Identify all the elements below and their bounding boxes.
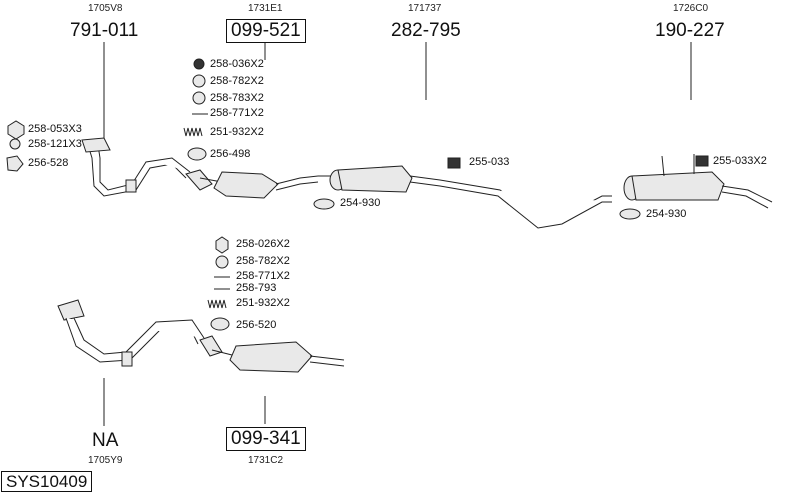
fitting-label: 258-036X2 (210, 58, 264, 70)
fitting-label: 256-528 (28, 157, 69, 169)
fitting-label: 254-930 (646, 208, 687, 220)
fitting-label: 254-930 (340, 197, 381, 209)
fitting-label: 258-782X2 (210, 75, 264, 87)
part-number: 791-011 (70, 20, 139, 41)
part-number: 190-227 (655, 20, 725, 41)
rubber-ring-icon (192, 91, 206, 105)
hanger-icon (447, 157, 461, 169)
system-id-label: SYS10409 (1, 471, 93, 492)
fitting-label: 251-932X2 (236, 297, 290, 309)
assembly-code: 1705Y9 (88, 455, 123, 466)
fitting-label: 258-053X3 (28, 123, 82, 135)
nut-icon (215, 236, 229, 254)
gasket-icon (187, 147, 207, 161)
washer-icon (9, 138, 21, 150)
rubber-ring-icon (192, 74, 206, 88)
part-number-boxed: 099-521 (226, 19, 306, 43)
assembly-code: 1705V8 (88, 3, 123, 14)
rubber-ring-icon (215, 255, 229, 269)
fitting-label: 258-793 (236, 282, 277, 294)
assembly-code: 1726C0 (673, 3, 709, 14)
hanger-icon (695, 155, 709, 167)
fitting-label: 256-520 (236, 319, 277, 331)
part-number: NA (92, 430, 119, 451)
front-pipe-bottom (57, 299, 205, 367)
spring-icon (207, 299, 227, 309)
assembly-code: 1731E1 (248, 3, 283, 14)
middle-silencer (318, 165, 612, 229)
gasket-icon (210, 317, 230, 331)
mount-icon (193, 58, 205, 70)
fitting-label: 258-771X2 (210, 107, 264, 119)
spring-icon (183, 127, 203, 137)
part-number-boxed: 099-341 (226, 427, 306, 451)
fitting-label: 258-782X2 (236, 255, 290, 267)
rear-muffler (623, 154, 773, 209)
gasket-icon (6, 155, 24, 172)
assembly-code: 1731C2 (248, 455, 284, 466)
fitting-label: 251-932X2 (210, 126, 264, 138)
fitting-label: 255-033X2 (713, 155, 767, 167)
clamp-icon (619, 208, 641, 220)
catalytic-converter-top (185, 169, 319, 199)
nut-icon (7, 120, 25, 140)
assembly-code: 171737 (408, 3, 442, 14)
fitting-label: 258-121X3 (28, 138, 82, 150)
clamp-icon (313, 198, 335, 210)
fitting-label: 256-498 (210, 148, 251, 160)
fitting-label: 258-026X2 (236, 238, 290, 250)
part-number: 282-795 (391, 20, 461, 41)
fitting-label: 258-771X2 (236, 270, 290, 282)
front-pipe-top (81, 137, 191, 197)
fitting-label: 258-783X2 (210, 92, 264, 104)
catalytic-converter-bottom (199, 335, 345, 373)
fitting-label: 255-033 (469, 156, 510, 168)
